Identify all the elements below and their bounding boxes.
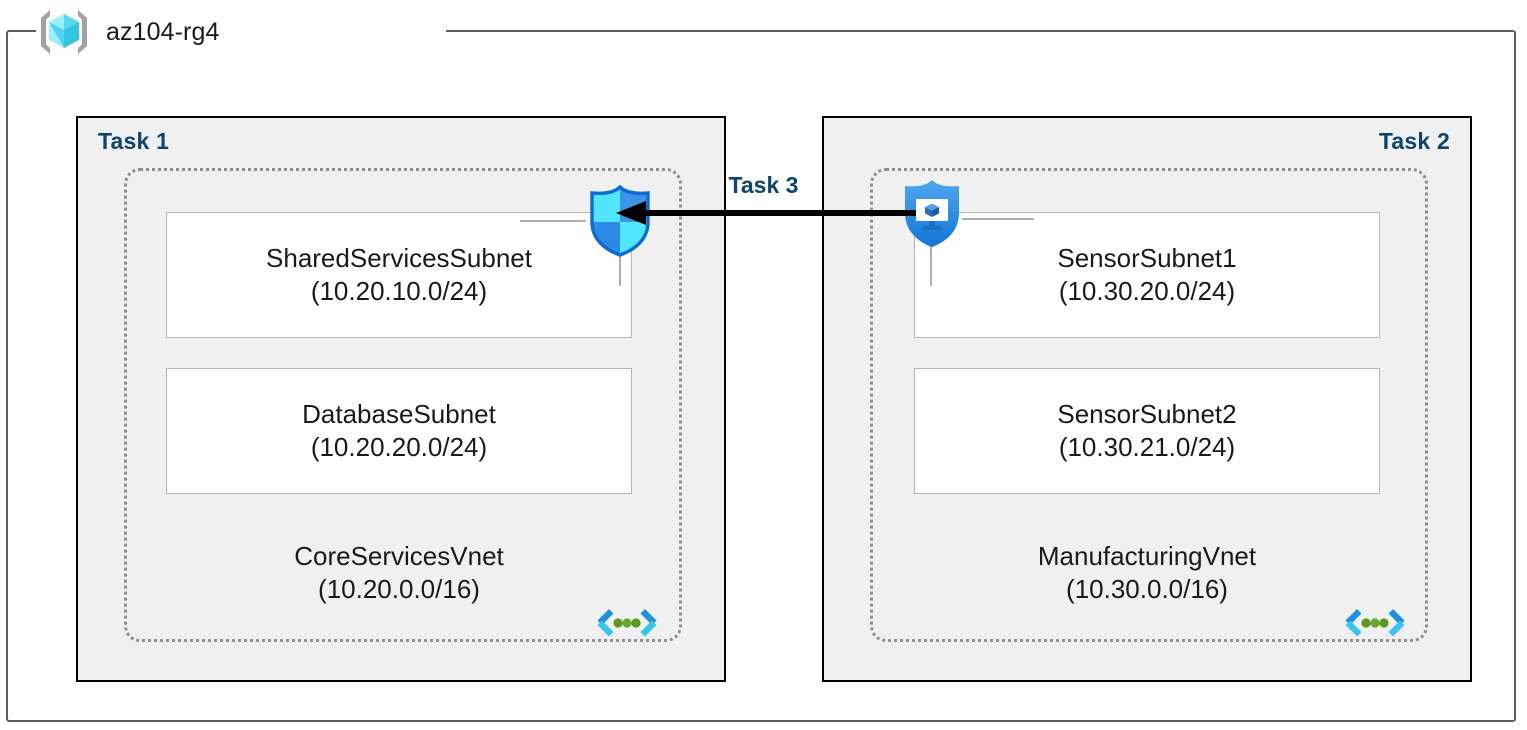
subnet-sharedservices: SharedServicesSubnet (10.20.10.0/24) — [166, 212, 632, 338]
virtual-network-icon — [1340, 605, 1410, 653]
task-1-label: Task 1 — [98, 128, 170, 154]
resource-group-frame — [6, 30, 1516, 722]
subnet-name: DatabaseSubnet — [302, 398, 496, 429]
subnet-database: DatabaseSubnet (10.20.20.0/24) — [166, 368, 632, 494]
vnet-cidr: (10.30.0.0/16) — [1066, 574, 1228, 605]
resource-group-cube-icon — [36, 7, 92, 57]
subnet-cidr: (10.30.20.0/24) — [1058, 276, 1236, 306]
subnet-sensor1: SensorSubnet1 (10.30.20.0/24) — [914, 212, 1380, 338]
vnet-cidr: (10.20.0.0/16) — [318, 574, 480, 605]
bastion-connector-line — [962, 218, 1034, 220]
vnet-coreservices-caption: CoreServicesVnet (10.20.0.0/16) — [166, 540, 632, 607]
subnet-cidr: (10.30.21.0/24) — [1058, 432, 1236, 462]
resource-group-title: az104-rg4 — [36, 6, 219, 58]
subnet-sensor2: SensorSubnet2 (10.30.21.0/24) — [914, 368, 1380, 494]
bastion-connector-line — [930, 244, 932, 286]
bastion-protected-vm-shield-icon — [896, 176, 968, 250]
subnet-name: SensorSubnet1 — [1057, 242, 1237, 273]
subnet-name: SharedServicesSubnet — [266, 242, 532, 273]
vnet-name: ManufacturingVnet — [1037, 541, 1257, 571]
vnet-manufacturing-boundary — [870, 168, 1428, 642]
subnet-cidr: (10.20.10.0/24) — [310, 276, 488, 306]
vnet-name: CoreServicesVnet — [294, 541, 504, 571]
vnet-manufacturing-caption: ManufacturingVnet (10.30.0.0/16) — [914, 540, 1380, 607]
subnet-name: SensorSubnet2 — [1057, 398, 1237, 429]
vnet-coreservices-boundary — [124, 168, 682, 642]
resource-group-name: az104-rg4 — [106, 17, 220, 46]
virtual-network-icon — [592, 605, 662, 653]
subnet-cidr: (10.20.20.0/24) — [310, 432, 488, 462]
vnet-peering-arrow-icon — [616, 198, 916, 228]
nsg-connector-line — [619, 246, 621, 286]
task-2-label: Task 2 — [1378, 128, 1450, 154]
nsg-connector-line — [520, 220, 586, 222]
resource-group-title-gap — [36, 18, 446, 44]
